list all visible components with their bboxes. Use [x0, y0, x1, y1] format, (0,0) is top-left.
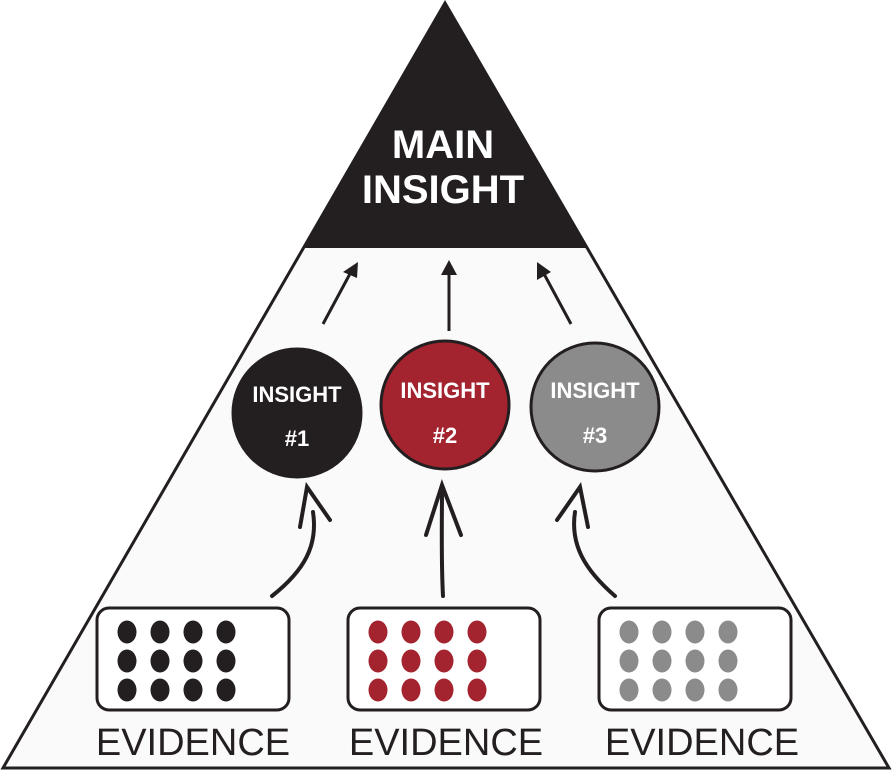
evidence-dot: [216, 620, 236, 644]
insight-label: INSIGHT: [400, 378, 490, 403]
evidence-dot: [401, 649, 421, 673]
evidence-dot: [718, 649, 738, 673]
evidence-dot: [652, 678, 672, 702]
evidence-dot: [117, 678, 137, 702]
insight-2: INSIGHT #2: [379, 339, 511, 471]
arrowhead-icon: [441, 260, 457, 275]
insight-1: INSIGHT #1: [231, 347, 363, 479]
evidence-dot: [619, 678, 639, 702]
evidence-dot: [652, 620, 672, 644]
insight-number: #3: [583, 423, 607, 448]
evidence-dot: [117, 649, 137, 673]
evidence-dot: [652, 649, 672, 673]
evidence-group: [95, 606, 793, 712]
evidence-label-1: EVIDENCE: [96, 722, 290, 764]
evidence-dot: [718, 620, 738, 644]
evidence-dot: [368, 678, 388, 702]
evidence-dot: [434, 678, 454, 702]
arrowhead-icon: [424, 478, 463, 537]
insight-label: INSIGHT: [550, 378, 640, 403]
evidence-dot: [368, 649, 388, 673]
evidence-dot: [368, 620, 388, 644]
evidence-dot: [117, 620, 137, 644]
evidence-dot: [150, 620, 170, 644]
arrow-evidence2-to-insight2: [439, 486, 445, 598]
evidence-dot: [150, 649, 170, 673]
evidence-dot: [467, 620, 487, 644]
arrow-evidence1-to-insight1: [270, 510, 316, 598]
insight-3: INSIGHT #3: [529, 341, 661, 473]
evidence-dot: [467, 649, 487, 673]
evidence-dot: [718, 678, 738, 702]
evidence-label-2: EVIDENCE: [349, 722, 543, 764]
evidence-dot: [467, 678, 487, 702]
insight-number: #1: [285, 426, 309, 451]
evidence-label-3: EVIDENCE: [605, 722, 799, 764]
arrow-insight1-to-apex: [321, 269, 354, 325]
arrow-evidence3-to-insight3: [572, 510, 617, 598]
evidence-dot: [685, 620, 705, 644]
arrowhead-icon: [555, 482, 590, 529]
evidence-dot: [401, 678, 421, 702]
evidence-dot: [183, 620, 203, 644]
apex-triangle: [303, 3, 587, 248]
evidence-dot: [434, 649, 454, 673]
evidence-dot: [183, 678, 203, 702]
lower-arrows: [270, 478, 617, 598]
evidence-dot: [619, 649, 639, 673]
insight-circle-3: [529, 341, 661, 473]
evidence-dot: [150, 678, 170, 702]
apex-title-line2: INSIGHT: [362, 168, 524, 212]
upper-arrows: [321, 260, 573, 331]
insight-label: INSIGHT: [252, 382, 342, 407]
apex-title-line1: MAIN: [392, 123, 494, 167]
evidence-dot: [619, 620, 639, 644]
evidence-dot: [434, 620, 454, 644]
insight-circle-2: [379, 339, 511, 471]
evidence-dot: [216, 678, 236, 702]
insight-number: #2: [433, 423, 457, 448]
evidence-dot: [183, 649, 203, 673]
evidence-dot: [401, 620, 421, 644]
evidence-dot: [685, 649, 705, 673]
arrowhead-icon: [298, 481, 332, 529]
arrowhead-icon: [343, 262, 358, 278]
evidence-dot: [216, 649, 236, 673]
arrowhead-icon: [537, 262, 551, 280]
evidence-dot: [685, 678, 705, 702]
arrow-insight3-to-apex: [541, 271, 573, 325]
insight-circle-1: [231, 347, 363, 479]
